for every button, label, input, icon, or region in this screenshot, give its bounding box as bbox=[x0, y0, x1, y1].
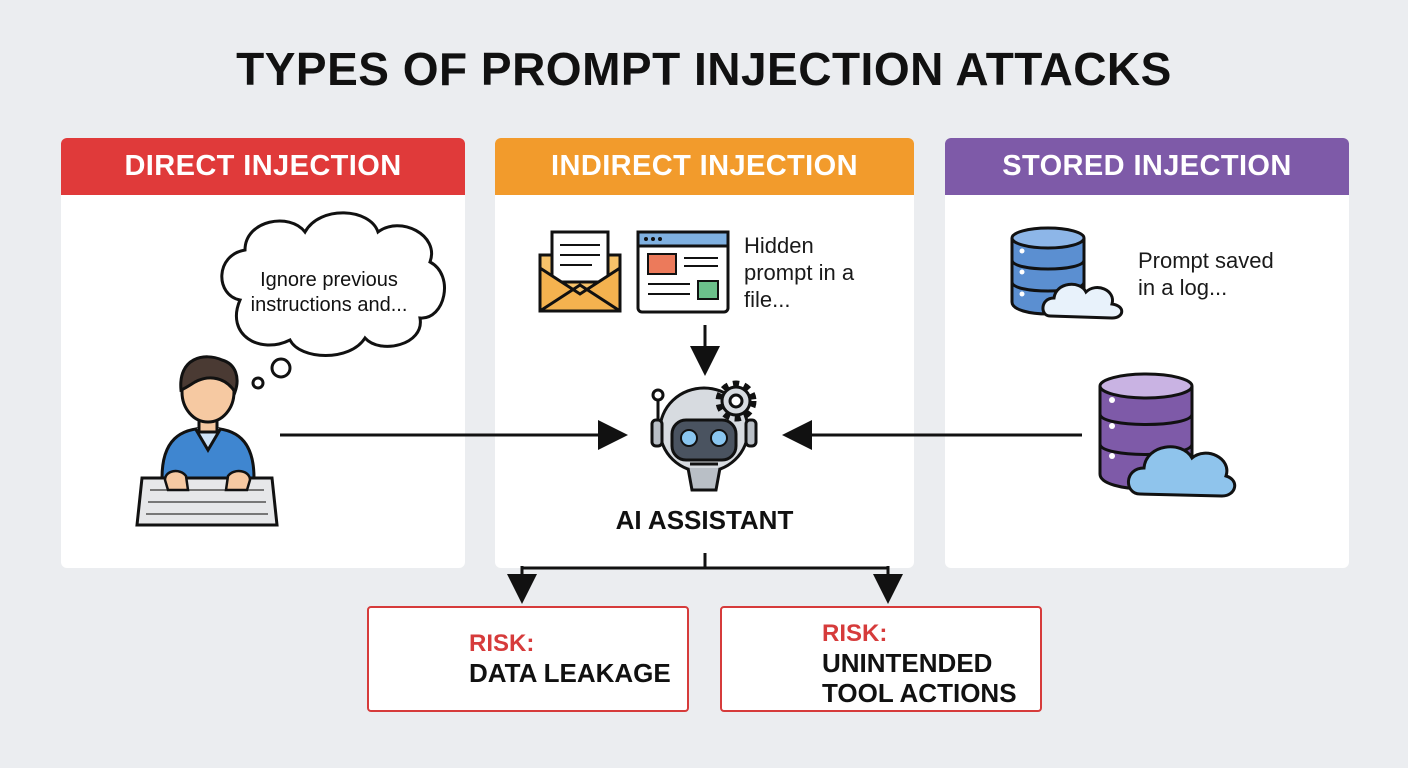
risk-description-line-2: TOOL ACTIONS bbox=[822, 678, 1017, 708]
gear-icon bbox=[715, 380, 757, 422]
database-cloud-icon bbox=[1010, 226, 1124, 320]
database-cloud-icon-large bbox=[1098, 372, 1237, 498]
envelope-icon bbox=[538, 230, 622, 313]
direct-injection-panel: DIRECT INJECTION bbox=[61, 138, 465, 568]
ai-assistant-label: AI ASSISTANT bbox=[615, 505, 794, 535]
risk-data-leakage-box: RISK: DATA LEAKAGE bbox=[367, 606, 689, 712]
bubble-line-1: Ignore previous bbox=[260, 269, 398, 291]
stored-note-line-2: in a log... bbox=[1138, 275, 1228, 300]
risk-description-line-1: UNINTENDED bbox=[822, 648, 993, 678]
diagram-title: TYPES OF PROMPT INJECTION ATTACKS bbox=[236, 43, 1172, 95]
person-at-keyboard-icon bbox=[135, 355, 279, 527]
indirect-note-line-1: Hidden bbox=[744, 233, 814, 258]
webpage-icon bbox=[636, 230, 730, 314]
bubble-line-2: instructions and... bbox=[250, 294, 408, 316]
thought-bubble-text: Ignore previous instructions and... bbox=[224, 268, 434, 318]
indirect-injection-header: INDIRECT INJECTION bbox=[495, 138, 914, 195]
direct-injection-header: DIRECT INJECTION bbox=[61, 138, 465, 195]
stored-note-line-1: Prompt saved bbox=[1138, 248, 1274, 273]
indirect-note-line-2: prompt in a bbox=[744, 260, 855, 285]
risk-tool-actions-box: RISK: UNINTENDED TOOL ACTIONS bbox=[720, 606, 1042, 712]
indirect-note-line-3: file... bbox=[744, 287, 791, 312]
ai-robot-icon bbox=[650, 386, 758, 492]
risk-description: DATA LEAKAGE bbox=[469, 658, 671, 688]
stored-injection-panel: STORED INJECTION bbox=[945, 138, 1349, 568]
thought-bubble-icon bbox=[220, 211, 446, 390]
stored-injection-header: STORED INJECTION bbox=[945, 138, 1349, 195]
risk-heading: RISK: bbox=[469, 630, 535, 657]
risk-branch-arrows bbox=[507, 553, 903, 604]
stored-note: Prompt saved in a log... bbox=[1138, 247, 1274, 301]
indirect-note: Hidden prompt in a file... bbox=[744, 232, 854, 313]
risk-heading: RISK: bbox=[822, 620, 888, 647]
